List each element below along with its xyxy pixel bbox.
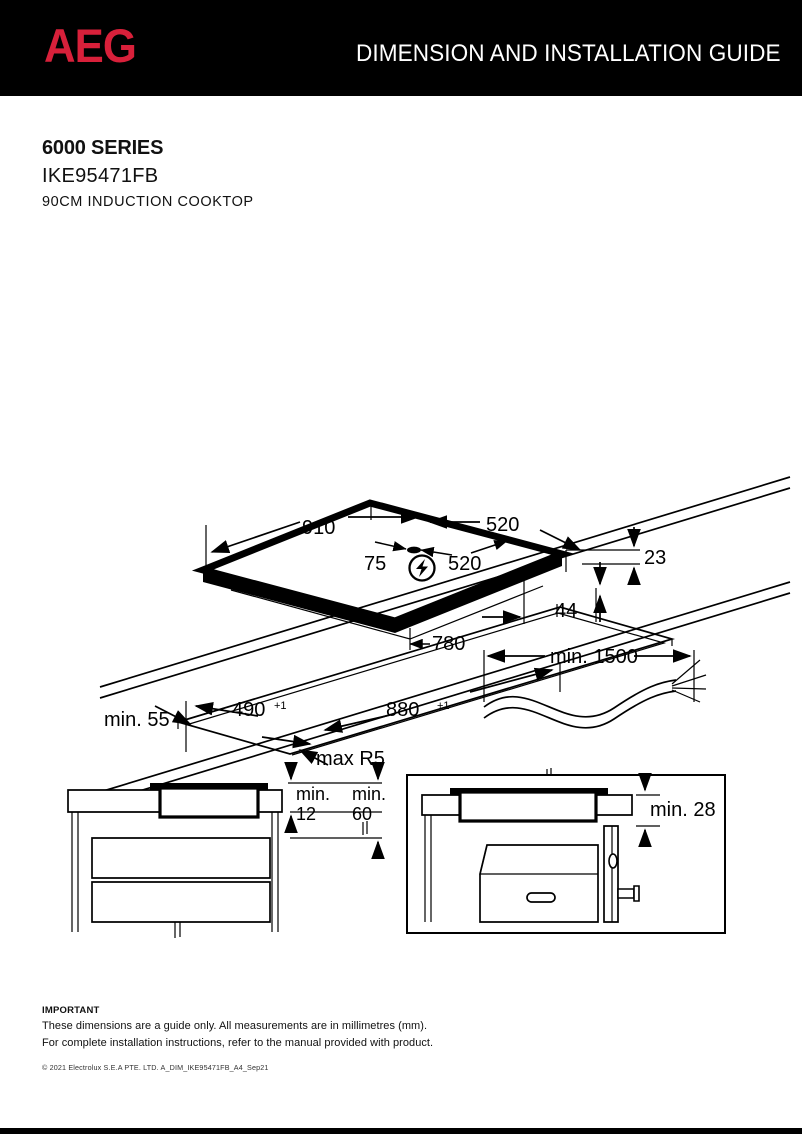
page-footer: IMPORTANT These dimensions are a guide o… bbox=[42, 1004, 762, 1072]
footer-line-1: These dimensions are a guide only. All m… bbox=[42, 1020, 428, 1033]
clearance-drawers-diagram: min. 12 min. 60 bbox=[67, 762, 386, 932]
dim-max-r5: max R5 bbox=[316, 748, 385, 770]
dim-880: 880 bbox=[386, 699, 419, 721]
header-title: DIMENSION AND INSTALLATION GUIDE bbox=[356, 40, 781, 67]
dim-min-60-value: 60 bbox=[352, 804, 372, 824]
product-model: IKE95471FB bbox=[42, 165, 159, 187]
dim-min-1500: min. 1500 bbox=[550, 646, 638, 668]
dim-min-12-value: 12 bbox=[296, 804, 316, 824]
product-info: 6000 SERIES IKE95471FB 90CM INDUCTION CO… bbox=[42, 136, 254, 214]
lightning-bolt-icon bbox=[416, 559, 428, 577]
clearance-oven-diagram: min. 28 bbox=[406, 773, 726, 934]
dim-75: 75 bbox=[364, 553, 386, 575]
bottom-rule bbox=[0, 1128, 802, 1134]
dim-880-tolerance: +1 bbox=[437, 700, 450, 712]
page-header: AEG DIMENSION AND INSTALLATION GUIDE bbox=[0, 0, 802, 96]
appliance-diagram: 910 520 75 520 780 bbox=[191, 499, 666, 655]
footer-line-2: For complete installation instructions, … bbox=[42, 1036, 434, 1049]
dim-520-depth: 520 bbox=[486, 514, 519, 536]
technical-drawings: .ln { stroke:#000; fill:none; stroke-wid… bbox=[0, 232, 802, 972]
dim-min-28: min. 28 bbox=[650, 799, 716, 821]
aeg-logo: AEG bbox=[44, 19, 137, 72]
dim-min-60-label: min. bbox=[352, 784, 386, 804]
dim-min-12-label: min. bbox=[296, 784, 330, 804]
dim-520-offset: 520 bbox=[448, 553, 481, 575]
product-type: 90CM INDUCTION COOKTOP bbox=[42, 194, 254, 210]
dim-min-55: min. 55 bbox=[104, 709, 170, 731]
product-series: 6000 SERIES bbox=[42, 137, 164, 159]
copyright-notice: © 2021 Electrolux S.E.A PTE. LTD. A_DIM_… bbox=[42, 1062, 269, 1072]
dim-490: 490 bbox=[232, 699, 265, 721]
dim-23: 23 bbox=[644, 547, 666, 569]
dim-490-tolerance: +1 bbox=[274, 700, 287, 712]
important-label: IMPORTANT bbox=[42, 1005, 100, 1016]
dim-910: 910 bbox=[302, 517, 335, 539]
cable-diagram: min. 1500 bbox=[483, 646, 707, 729]
cutout-diagram: min. 55 490 +1 880 +1 max R5 bbox=[99, 476, 791, 938]
